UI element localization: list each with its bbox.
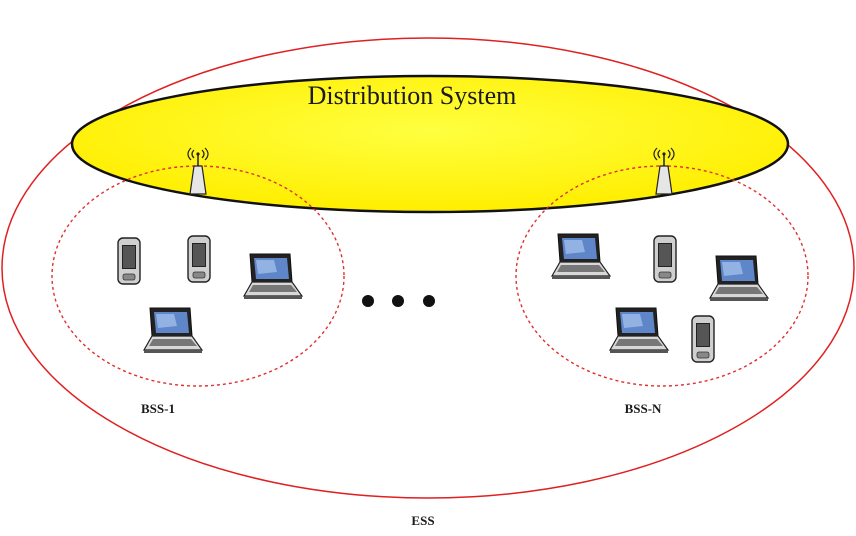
laptop-icon — [143, 307, 203, 354]
distribution-system-ellipse — [70, 74, 790, 214]
bss-left-boundary — [51, 165, 345, 387]
ellipsis-dots — [362, 295, 435, 307]
ess-boundary — [1, 37, 855, 499]
laptop-icon — [609, 307, 669, 354]
laptop-icon — [551, 233, 611, 280]
bss-right-label: BSS-N — [625, 401, 662, 416]
ess-label: ESS — [411, 513, 434, 528]
laptop-icon — [243, 253, 303, 300]
laptop-icon — [709, 255, 769, 302]
bss-right-boundary — [515, 165, 809, 387]
phone-icon — [117, 237, 141, 285]
distribution-system-label: Distribution System — [308, 81, 517, 110]
bss-left-label: BSS-1 — [141, 401, 175, 416]
phone-icon — [187, 235, 211, 283]
phone-icon — [691, 315, 715, 363]
phone-icon — [653, 235, 677, 283]
